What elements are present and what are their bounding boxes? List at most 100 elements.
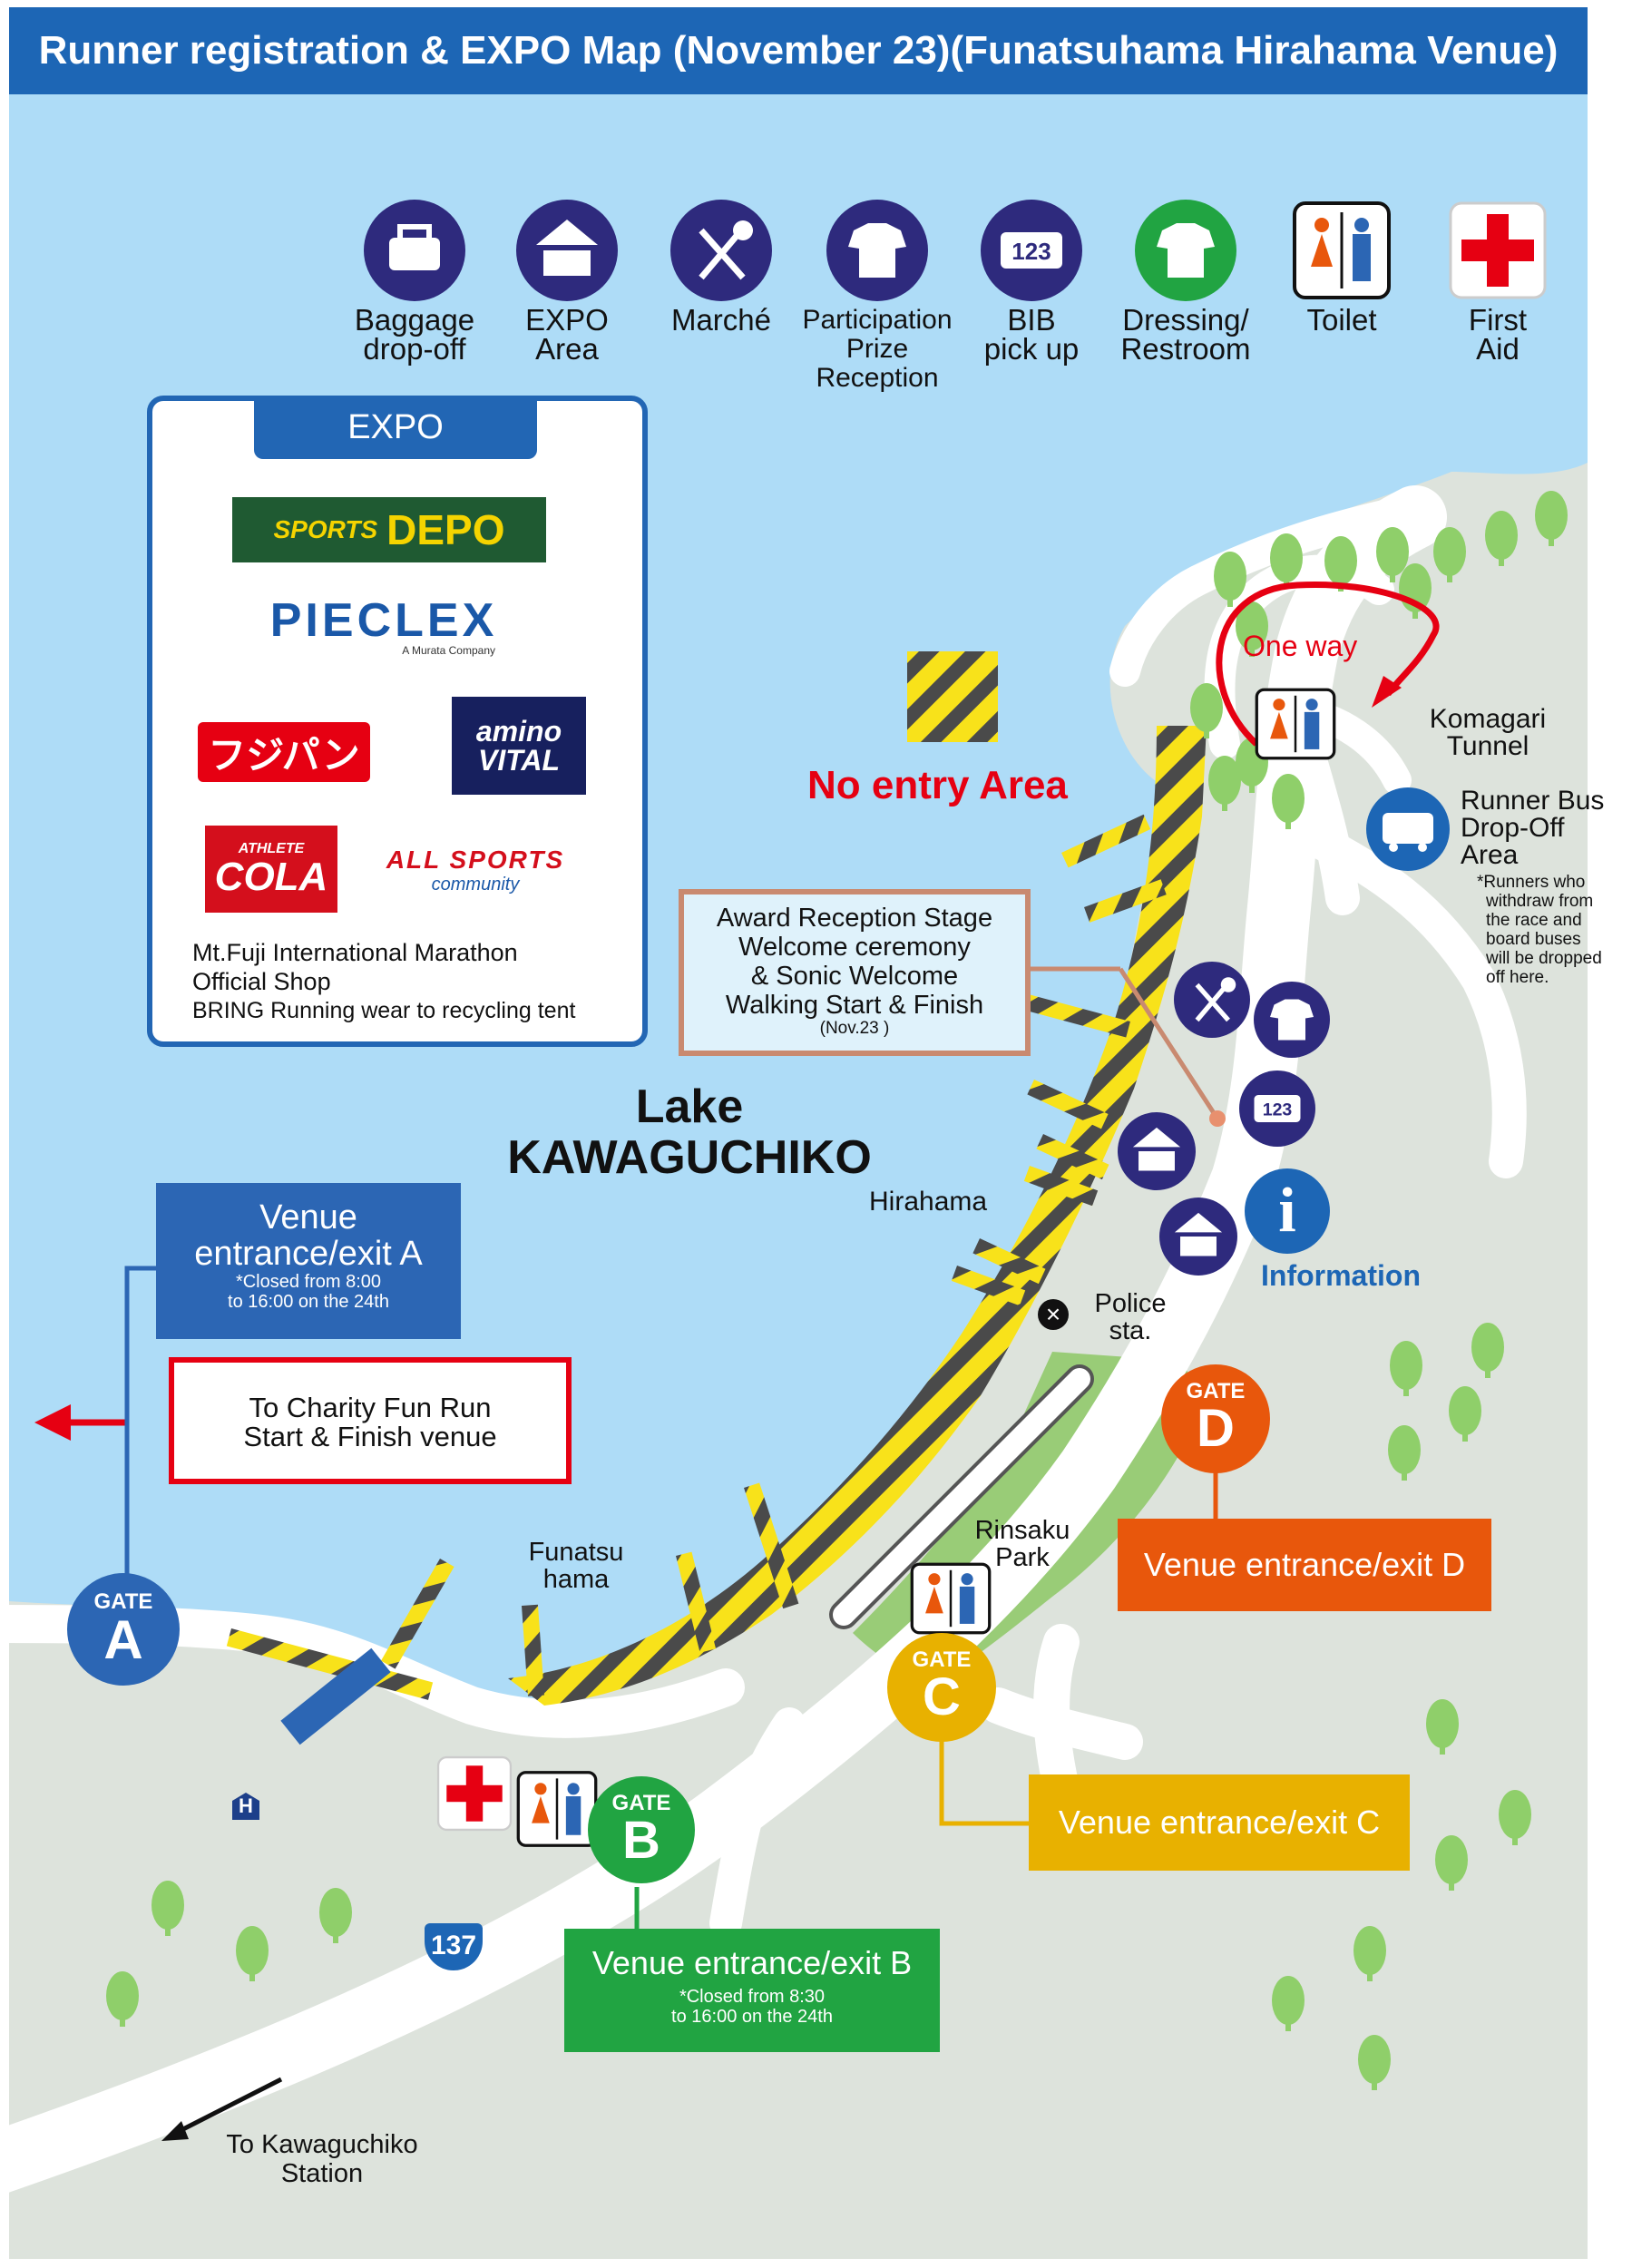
- charity-line1: To Charity Fun Run: [249, 1392, 492, 1423]
- runner-bus-note: *Runners who withdraw from the race and …: [1477, 873, 1613, 987]
- legend-expo-line2: Area: [535, 332, 599, 366]
- lake-label: Lake KAWAGUCHIKO: [472, 1081, 907, 1183]
- gate-d-title: Venue entrance/exit D: [1143, 1546, 1466, 1583]
- runner-bus-note-4: board buses: [1486, 930, 1581, 949]
- gate-d-badge: GATE D: [1161, 1364, 1270, 1473]
- marche-map-icon: [1174, 962, 1250, 1038]
- runner-bus-line3: Area: [1461, 840, 1519, 870]
- to-station-line1: To Kawaguchiko: [226, 2130, 418, 2159]
- gate-b-title: Venue entrance/exit B: [591, 1944, 913, 1981]
- award-line3: & Sonic Welcome: [750, 962, 959, 991]
- expo-map-icon-2: [1159, 1198, 1237, 1276]
- charity-fun-run-box: To Charity Fun Run Start & Finish venue: [169, 1357, 572, 1484]
- expo-panel-header: EXPO: [254, 396, 537, 459]
- athlete-cola-logo: ATHLETE COLA: [205, 826, 337, 913]
- gate-b-entrance-box: Venue entrance/exit B *Closed from 8:30 …: [564, 1929, 940, 2052]
- recycle-text: BRING Running wear to recycling tent: [192, 998, 576, 1023]
- police-station-icon: ×: [1038, 1299, 1069, 1330]
- gate-a-top: GATE: [93, 1589, 153, 1614]
- gate-b-note-1: *Closed from 8:30: [679, 1987, 826, 2007]
- prize-map-icon: [1254, 982, 1330, 1058]
- expo-panel: EXPO SPORTS DEPO PIECLEX A Murata Compan…: [147, 396, 648, 1047]
- gate-b-badge: GATE B: [588, 1776, 695, 1883]
- lake-line2: KAWAGUCHIKO: [507, 1131, 872, 1184]
- information-label: Information: [1261, 1259, 1421, 1292]
- award-stage-box: Award Reception Stage Welcome ceremony &…: [679, 889, 1031, 1056]
- to-station-label: To Kawaguchiko Station: [200, 2130, 445, 2188]
- all-sports-logo: ALL SPORTS community: [357, 846, 593, 895]
- all-sports-text: ALL SPORTS: [386, 846, 565, 874]
- gate-c-top: GATE: [912, 1647, 972, 1672]
- legend-toilet-line1: Toilet: [1306, 303, 1377, 337]
- legend-bib-line1: BIB: [1007, 303, 1056, 337]
- award-date: (Nov.23 ): [819, 1019, 890, 1038]
- gate-b-letter: B: [622, 1811, 660, 1870]
- toilet-icon: [1293, 201, 1391, 299]
- legend-expo-line1: EXPO: [525, 303, 609, 337]
- runner-bus-note-5: will be dropped: [1486, 949, 1602, 968]
- runner-bus-line1: Runner Bus: [1461, 786, 1605, 816]
- gate-a-letter: A: [103, 1609, 143, 1670]
- gate-a-note-1: *Closed from 8:00: [235, 1272, 382, 1292]
- runner-bus-note-3: the race and: [1486, 911, 1582, 930]
- vital-text: VITAL: [477, 744, 561, 777]
- expo-map-icon-1: [1118, 1112, 1196, 1190]
- athlete-text: ATHLETE: [238, 841, 305, 856]
- charity-line2: Start & Finish venue: [243, 1421, 497, 1452]
- pieclex-sub-text: A Murata Company: [402, 644, 495, 657]
- gate-d-letter: D: [1197, 1399, 1235, 1458]
- pieclex-logo: PIECLEX A Murata Company: [261, 597, 506, 657]
- gate-b-top: GATE: [611, 1791, 671, 1815]
- runner-bus-note-6: off here.: [1486, 968, 1549, 987]
- award-line2: Welcome ceremony: [738, 933, 971, 962]
- hospital-icon: H: [232, 1793, 259, 1820]
- fork-spoon-icon: [670, 200, 772, 301]
- legend-prize-line1: Participation: [802, 305, 953, 335]
- official-shop-line1: Mt.Fuji International Marathon: [192, 939, 518, 966]
- route-137-icon: 137: [425, 1923, 483, 1970]
- expo-icon: [516, 200, 618, 301]
- cola-text: COLA: [214, 855, 328, 899]
- legend-prize-line2: Prize Reception: [816, 334, 939, 393]
- legend-marche: Marché: [626, 200, 816, 335]
- community-text: community: [431, 875, 520, 894]
- bus-icon: [1366, 787, 1450, 871]
- legend-baggage-line1: Baggage: [354, 303, 475, 337]
- official-shop-text: Mt.Fuji International Marathon Official …: [192, 938, 610, 996]
- bib-map-icon: 123: [1239, 1070, 1315, 1147]
- gate-a-badge: GATE A: [67, 1573, 180, 1686]
- police-station-label: Police sta.: [1076, 1290, 1185, 1344]
- gate-a-entrance-box: Venue entrance/exit A *Closed from 8:00 …: [156, 1183, 461, 1339]
- legend-firstaid-line2: Aid: [1476, 332, 1520, 366]
- legend-dressing: Dressing/Restroom: [1090, 200, 1281, 364]
- legend-marche-line1: Marché: [670, 303, 772, 337]
- rinsaku-line1: Rinsaku: [974, 1516, 1070, 1545]
- tshirt-icon: [826, 200, 928, 301]
- dressing-icon: [1135, 200, 1236, 301]
- first-aid-map-icon: [436, 1755, 513, 1832]
- legend-firstaid-line1: First: [1468, 303, 1528, 337]
- gate-d-entrance-box: Venue entrance/exit D: [1118, 1519, 1491, 1611]
- gate-c-letter: C: [923, 1667, 961, 1726]
- runner-bus-label: Runner Bus Drop-Off Area: [1461, 787, 1604, 869]
- gate-b-note-2: to 16:00 on the 24th: [671, 2007, 833, 2027]
- runner-bus-note-2: withdraw from: [1486, 892, 1594, 911]
- komagari-line1: Komagari: [1429, 704, 1547, 734]
- gate-d-top: GATE: [1186, 1379, 1246, 1403]
- award-line1: Award Reception Stage: [716, 904, 993, 933]
- legend-toilet: Toilet: [1246, 200, 1437, 335]
- legend-baggage-line2: drop-off: [363, 332, 466, 366]
- komagari-line2: Tunnel: [1446, 731, 1529, 761]
- funatsu-line1: Funatsu: [528, 1538, 624, 1567]
- funatsuhama-label: Funatsu hama: [508, 1539, 644, 1593]
- fujipan-logo: フジパン: [198, 722, 370, 782]
- hospital-icon-text: H: [239, 1794, 253, 1817]
- no-entry-label: No entry Area: [807, 763, 1068, 807]
- funatsu-line2: hama: [542, 1565, 610, 1594]
- toilet-map-icon-1: [1255, 688, 1336, 760]
- hirahama-label: Hirahama: [869, 1187, 988, 1217]
